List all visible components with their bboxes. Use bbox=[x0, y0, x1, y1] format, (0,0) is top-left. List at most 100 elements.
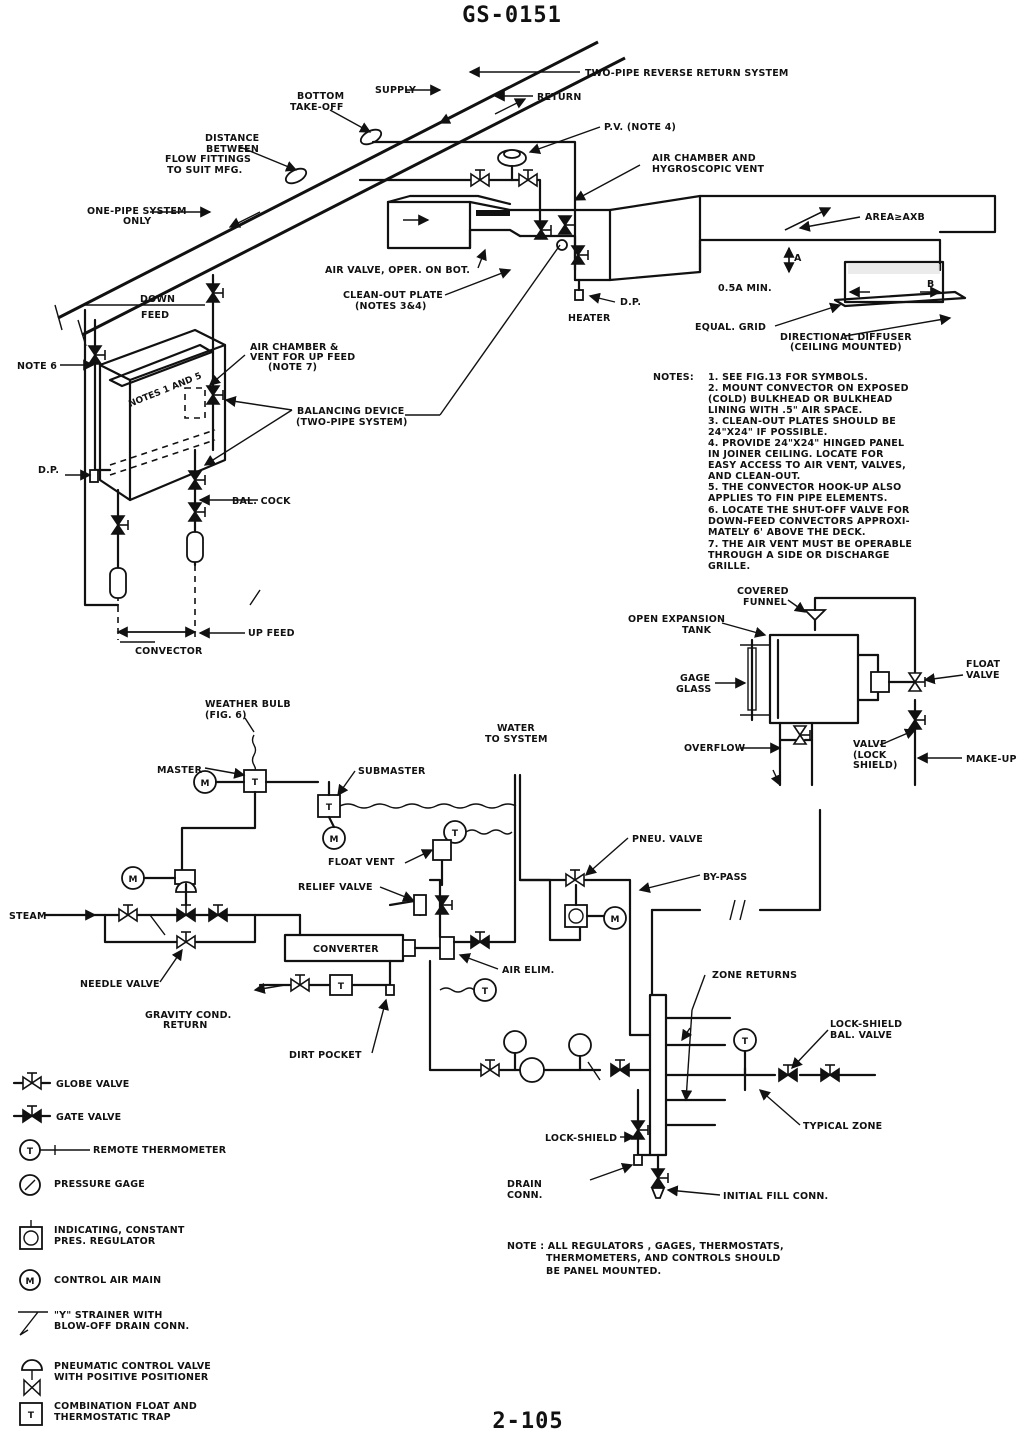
label-diffuser-1: DIRECTIONAL DIFFUSER bbox=[780, 332, 912, 343]
pump bbox=[519, 1057, 545, 1083]
label-open-expansion: OPEN EXPANSION bbox=[628, 614, 725, 625]
note-line: IN JOINER CEILING. LOCATE FOR bbox=[708, 449, 884, 460]
diffuser bbox=[833, 260, 967, 308]
label-takeoff: TAKE-OFF bbox=[290, 102, 344, 113]
label-note6: NOTE 6 bbox=[17, 361, 57, 372]
label-drain-2: CONN. bbox=[507, 1190, 543, 1201]
label-air-valve: AIR VALVE, OPER. ON BOT. bbox=[325, 265, 470, 276]
label-weather-bulb: WEATHER BULB bbox=[205, 699, 291, 710]
globe-valve-icon bbox=[22, 1072, 42, 1090]
note-line: THROUGH A SIDE OR DISCHARGE bbox=[708, 550, 890, 561]
expansion-tank-drawing bbox=[740, 596, 926, 787]
label-water: WATER bbox=[497, 723, 535, 734]
label-relief-valve: RELIEF VALVE bbox=[298, 882, 373, 893]
flow-fitting bbox=[284, 167, 308, 185]
label-drain-1: DRAIN bbox=[507, 1179, 542, 1190]
label-half-a: 0.5A MIN. bbox=[718, 283, 772, 294]
label-zone-returns: ZONE RETURNS bbox=[712, 970, 797, 981]
legend-pneumatic-1: PNEUMATIC CONTROL VALVE bbox=[54, 1361, 211, 1372]
label-balancing-2: (TWO-PIPE SYSTEM) bbox=[296, 417, 407, 428]
bottom-note-2: THERMOMETERS, AND CONTROLS SHOULD bbox=[546, 1253, 780, 1264]
label-t-2: T bbox=[326, 803, 333, 813]
control-air-main-icon bbox=[19, 1269, 41, 1291]
legend-pressure-gage: PRESSURE GAGE bbox=[54, 1179, 145, 1190]
supply-branch bbox=[371, 140, 577, 272]
label-glass: GLASS bbox=[676, 684, 711, 695]
page-number: 2-105 bbox=[492, 1409, 563, 1434]
label-lock-shield: LOCK-SHIELD bbox=[545, 1133, 617, 1144]
note-line: 6. LOCATE THE SHUT-OFF VALVE FOR bbox=[708, 505, 910, 516]
label-air-chamber-2: HYGROSCOPIC VENT bbox=[652, 164, 764, 175]
label-lock-shield-bal-2: BAL. VALVE bbox=[830, 1030, 892, 1041]
bottom-note-1: NOTE : ALL REGULATORS , GAGES, THERMOSTA… bbox=[507, 1241, 784, 1252]
note-line: MATELY 6' ABOVE THE DECK. bbox=[708, 527, 866, 538]
label-diffuser-2: (CEILING MOUNTED) bbox=[790, 342, 902, 353]
note-line: GRILLE. bbox=[708, 561, 750, 572]
label-m-1: M bbox=[201, 779, 210, 789]
label-area: AREA≥AXB bbox=[865, 212, 925, 223]
note-line: (COLD) BULKHEAD OR BULKHEAD bbox=[708, 394, 892, 405]
notes-heading: NOTES: bbox=[653, 372, 694, 383]
label-two-pipe: TWO-PIPE REVERSE RETURN SYSTEM bbox=[585, 68, 789, 79]
legend-y-strainer-2: BLOW-OFF DRAIN CONN. bbox=[54, 1321, 189, 1332]
label-lock: (LOCK bbox=[853, 750, 887, 761]
label-m-5: M bbox=[26, 1277, 35, 1287]
legend-pneumatic-2: WITH POSITIVE POSITIONER bbox=[54, 1372, 209, 1383]
label-equal-grid: EQUAL. GRID bbox=[695, 322, 766, 333]
trap-icon bbox=[19, 1402, 43, 1426]
down-feed-riser bbox=[83, 308, 120, 607]
label-distance-4: TO SUIT MFG. bbox=[167, 165, 243, 176]
label-convector: CONVECTOR bbox=[135, 646, 203, 657]
zone-header bbox=[648, 993, 668, 1157]
label-float-valve: VALVE bbox=[966, 670, 1000, 681]
top-leaders bbox=[60, 66, 952, 643]
label-air-chamber-up-3: (NOTE 7) bbox=[268, 362, 317, 373]
label-air-chamber-1: AIR CHAMBER AND bbox=[652, 153, 756, 164]
gate-valve-icon bbox=[22, 1105, 42, 1123]
return-pipe bbox=[81, 56, 626, 337]
label-dim-a: A bbox=[794, 253, 802, 264]
label-converter: CONVERTER bbox=[313, 944, 379, 955]
label-lock-shield-bal-1: LOCK-SHIELD bbox=[830, 1019, 902, 1030]
y-strainer-icon bbox=[18, 1311, 48, 1336]
tank-leaders bbox=[715, 599, 964, 764]
note-line: 4. PROVIDE 24"X24" HINGED PANEL bbox=[708, 438, 904, 449]
label-m-3: M bbox=[129, 875, 138, 885]
label-dp-conv: D.P. bbox=[38, 465, 59, 476]
converter-system-drawing bbox=[43, 734, 877, 1199]
label-covered: COVERED bbox=[737, 586, 789, 597]
label-gravity-2: RETURN bbox=[163, 1020, 207, 1031]
label-air-chamber-up-1: AIR CHAMBER & bbox=[250, 342, 338, 353]
label-balancing-1: BALANCING DEVICE bbox=[297, 406, 404, 417]
label-by-pass: BY-PASS bbox=[703, 872, 747, 883]
label-submaster: SUBMASTER bbox=[358, 766, 426, 777]
label-t-4: T bbox=[338, 982, 345, 992]
expansion-tank bbox=[768, 633, 860, 725]
label-gage: GAGE bbox=[680, 673, 710, 684]
label-t-8: T bbox=[28, 1411, 35, 1421]
convector-hookup-drawing bbox=[54, 40, 997, 640]
label-funnel: FUNNEL bbox=[743, 597, 787, 608]
legend-remote-thermometer: REMOTE THERMOMETER bbox=[93, 1145, 227, 1156]
legend-combination-2: THERMOSTATIC TRAP bbox=[54, 1412, 171, 1423]
label-one-pipe-1: ONE-PIPE SYSTEM bbox=[87, 206, 187, 217]
note-line: 2. MOUNT CONVECTOR ON EXPOSED bbox=[708, 383, 909, 394]
note-line: 1. SEE FIG.13 FOR SYMBOLS. bbox=[708, 372, 868, 383]
label-t-6: T bbox=[742, 1037, 749, 1047]
label-m-4: M bbox=[611, 915, 620, 925]
label-dim-b: B bbox=[927, 279, 934, 290]
label-feed: FEED bbox=[141, 310, 169, 321]
label-return: RETURN bbox=[537, 92, 581, 103]
legend-control-air: CONTROL AIR MAIN bbox=[54, 1275, 161, 1286]
legend-gate-valve: GATE VALVE bbox=[56, 1112, 121, 1123]
label-t-3: T bbox=[452, 829, 459, 839]
legend-globe-valve: GLOBE VALVE bbox=[56, 1079, 129, 1090]
pneumatic-valve-icon bbox=[21, 1359, 43, 1371]
label-makeup: MAKE-UP bbox=[966, 754, 1017, 765]
label-m-2: M bbox=[330, 835, 339, 845]
label-master: MASTER bbox=[157, 765, 203, 776]
label-air-chamber-up-2: VENT FOR UP FEED bbox=[250, 352, 355, 363]
label-one-pipe-2: ONLY bbox=[123, 216, 151, 227]
label-steam: STEAM bbox=[9, 911, 47, 922]
